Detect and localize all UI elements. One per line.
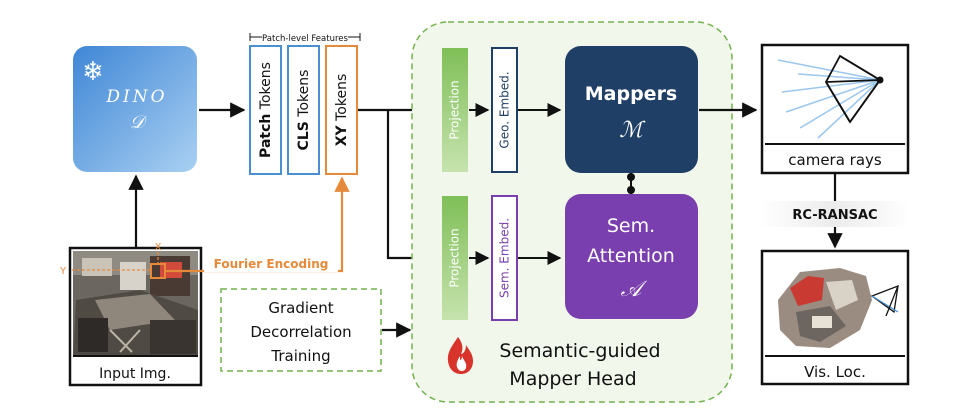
fourier-encoding-label: Fourier Encoding <box>214 257 329 271</box>
head-internal-arrows <box>469 103 562 265</box>
input-image-panel: Input Img. <box>68 246 203 387</box>
sem-embed-label: Sem. Embed. <box>498 218 512 298</box>
training-line3: Training <box>270 347 330 365</box>
camera-rays-label: camera rays <box>788 151 882 169</box>
head-title: Semantic-guided Mapper Head <box>447 337 661 390</box>
rc-ransac-badge: RC-RANSAC <box>760 201 910 227</box>
visloc-label: Vis. Loc. <box>804 363 866 381</box>
camera-rays-illustration <box>777 54 884 139</box>
dino-symbol: 𝒟 <box>130 112 148 133</box>
rc-ransac-label: RC-RANSAC <box>792 208 877 223</box>
cls-tokens-bold: CLS <box>296 121 312 150</box>
patch-level-label: Patch-level Features <box>262 34 348 44</box>
axis-y-label: Y <box>59 266 67 277</box>
patch-level-bracket: Patch-level Features <box>249 31 361 44</box>
geo-embed-label: Geo. Embed. <box>498 71 512 148</box>
camera-rays-panel: camera rays <box>760 43 910 175</box>
training-line2: Decorrelation <box>250 323 351 341</box>
axis-x-label: X <box>155 242 162 253</box>
xy-tokens: XY Tokens <box>325 45 358 175</box>
visloc-panel: Vis. Loc. <box>760 249 910 386</box>
dino-encoder: ❄ DINO 𝒟 <box>73 46 197 172</box>
mappers-title: Mappers <box>585 83 678 105</box>
snowflake-icon: ❄ <box>82 57 104 87</box>
gradient-decorrelation-box: Gradient Decorrelation Training <box>220 288 382 372</box>
dino-name: DINO <box>105 87 167 107</box>
training-line1: Gradient <box>268 299 333 317</box>
sem-embed-box: Sem. Embed. <box>491 195 518 321</box>
projection-bottom: Projection <box>442 196 468 320</box>
cls-tokens-rest: Tokens <box>296 70 312 122</box>
point-cloud-illustration <box>778 268 899 348</box>
pixel-coordinate-marker: X Y <box>59 242 166 279</box>
mappers-box: Mappers ℳ <box>565 46 698 173</box>
svg-text:CLS Tokens: CLS Tokens <box>296 70 312 151</box>
fourier-encoding-arrow: Fourier Encoding <box>166 176 350 273</box>
mapper-attention-connector <box>627 173 635 194</box>
mappers-symbol: ℳ <box>619 118 646 143</box>
cls-tokens: CLS Tokens <box>287 45 320 175</box>
room-photo <box>73 251 198 356</box>
patch-tokens: Patch Tokens <box>249 45 282 175</box>
input-image-label: Input Img. <box>99 366 171 382</box>
xy-tokens-bold: XY <box>334 124 350 146</box>
geo-embed-box: Geo. Embed. <box>491 47 518 173</box>
xy-tokens-rest: Tokens <box>334 74 350 126</box>
head-title-line1: Semantic-guided <box>499 340 660 362</box>
projection-bottom-label: Projection <box>448 228 462 287</box>
svg-text:Patch Tokens: Patch Tokens <box>258 62 274 158</box>
flame-icon <box>447 337 473 374</box>
sem-attention-line2: Attention <box>587 245 675 267</box>
head-title-line2: Mapper Head <box>509 368 636 390</box>
sem-attention-line1: Sem. <box>607 215 655 237</box>
projection-top: Projection <box>442 48 468 172</box>
patch-tokens-rest: Tokens <box>258 62 274 114</box>
svg-text:XY Tokens: XY Tokens <box>334 74 350 147</box>
sem-attention-box: Sem. Attention 𝒜 <box>565 194 698 319</box>
projection-top-label: Projection <box>448 80 462 139</box>
patch-tokens-bold: Patch <box>258 114 274 158</box>
